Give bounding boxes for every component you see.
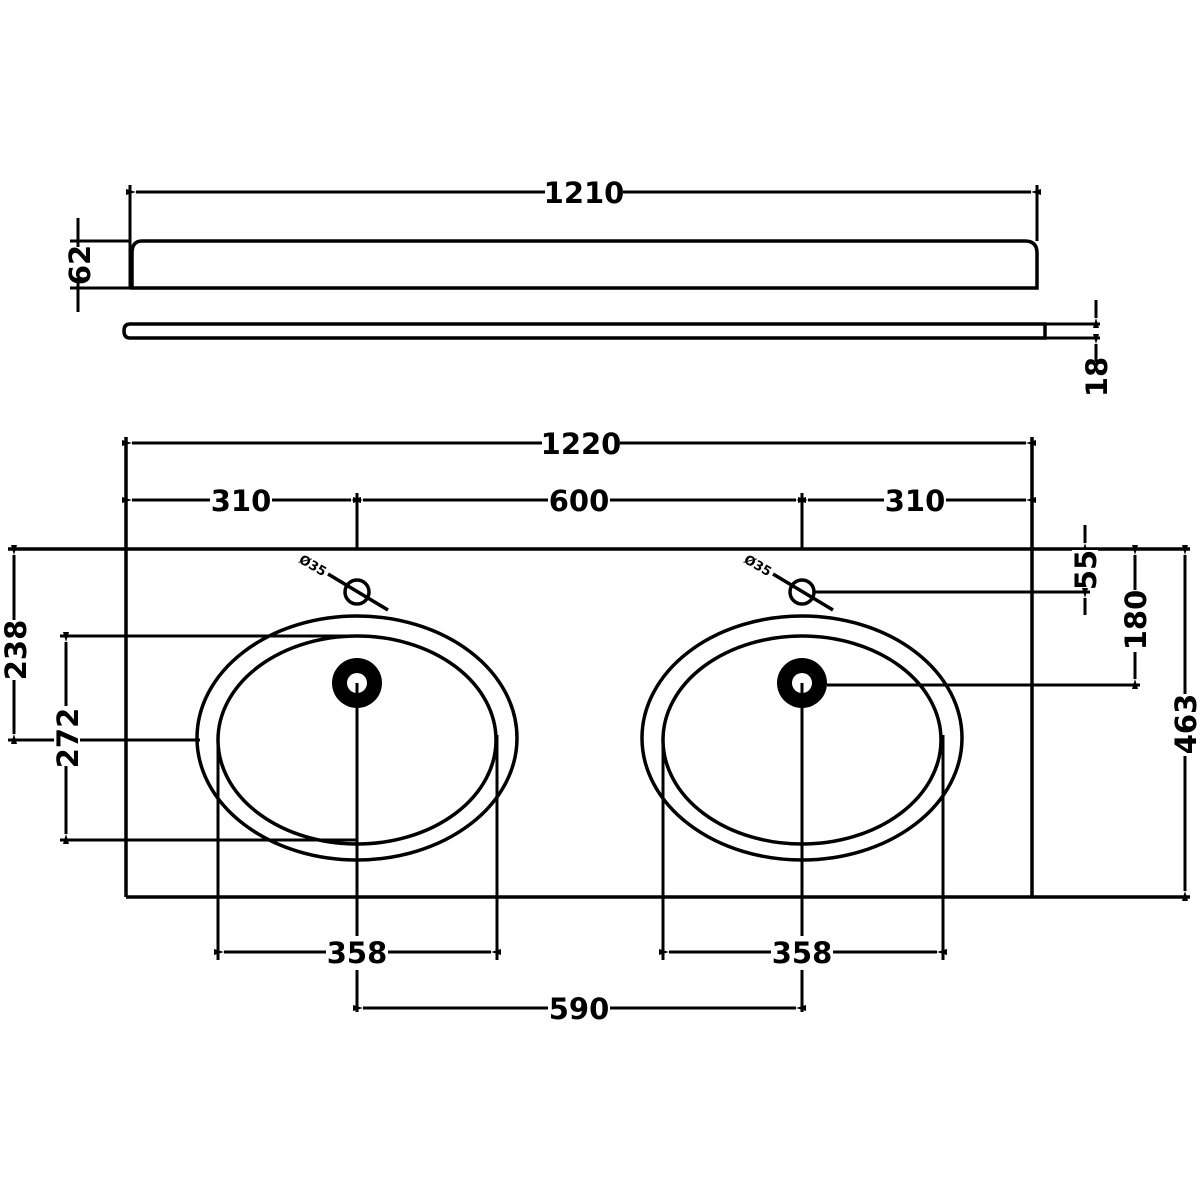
dim-upstand-height: 62 (63, 245, 97, 285)
dim-depth: 463 (1169, 694, 1200, 755)
dim-edge-left: 310 (211, 484, 272, 518)
dim-width: 1220 (541, 427, 622, 461)
dim-upstand-thickness: 18 (1080, 357, 1114, 397)
dim-basin-width-right: 358 (772, 936, 833, 970)
strip-outline (122, 322, 1047, 340)
dim-basin-center-depth: 238 (0, 620, 33, 681)
tap-hole-icon (788, 578, 816, 606)
dim-tap-spacing: 600 (549, 484, 610, 518)
countertop-plan: 1220 310 600 310 Ø35 Ø35 (0, 426, 1200, 1026)
dim-waste-offset: 180 (1119, 590, 1153, 651)
tap-hole-right-label: Ø35 (741, 552, 774, 580)
upstand-outline (130, 239, 1039, 290)
upstand-strip-view: 18 (122, 300, 1114, 397)
dim-upstand-length: 1210 (544, 176, 625, 210)
dim-basin-width-left: 358 (327, 936, 388, 970)
dim-tap-offset: 55 (1069, 550, 1103, 590)
dim-basin-spacing: 590 (549, 992, 610, 1026)
dim-edge-right: 310 (885, 484, 946, 518)
dim-basin-depth: 272 (51, 708, 85, 769)
tap-hole-left-label: Ø35 (296, 552, 329, 580)
upstand-view: 1210 62 (63, 175, 1041, 312)
tap-hole-icon (343, 578, 371, 606)
